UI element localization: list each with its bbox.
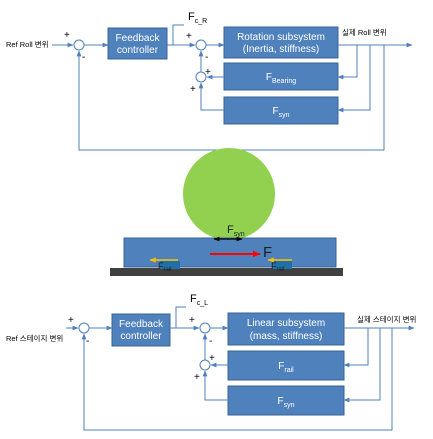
top-sum2-plus: + — [186, 31, 192, 42]
bottom-frail-feedback-in — [343, 328, 369, 368]
bottom-fsyn-block — [227, 385, 345, 416]
base-rail — [110, 268, 343, 276]
bottom-plant-line2: (mass, stiffness) — [250, 331, 323, 342]
top-fsyn-out — [198, 82, 224, 111]
top-fsyn-block — [223, 96, 339, 125]
bottom-force-label: Fc_L — [190, 293, 208, 307]
bottom-sum3-plus1: + — [209, 353, 215, 364]
bottom-outer-feedback-loop — [81, 328, 393, 431]
top-fsyn-feedback-in — [337, 45, 371, 113]
top-fbearing-feedback-in — [337, 45, 358, 80]
bottom-input-label: Ref 스테이지 변위 — [6, 333, 63, 343]
rail-block-left — [160, 261, 180, 269]
top-force-tap — [172, 24, 184, 45]
top-fbearing-label: FBearing — [266, 72, 296, 85]
bottom-output-label: 실제 스테이지 변위 — [357, 314, 416, 324]
bottom-fsyn-out — [202, 370, 228, 401]
middle-illustration: Fsyn F Frail Frail — [110, 148, 343, 276]
top-sum-junction-2 — [195, 39, 207, 51]
top-sum-junction-1 — [73, 39, 85, 51]
top-sum1-plus: + — [64, 30, 70, 41]
top-rotation-subsystem-block — [223, 26, 339, 59]
bottom-sum1-plus: + — [68, 315, 74, 326]
bottom-plant-line1: Linear subsystem — [247, 318, 325, 329]
bottom-force-tap — [175, 306, 186, 328]
top-sum3-plus1: + — [205, 67, 211, 78]
fsyn-label: Fsyn — [227, 224, 245, 238]
top-fsyn-label: Fsyn — [272, 106, 289, 119]
stage-plate — [123, 237, 337, 268]
bottom-controller-line2: controller — [120, 331, 162, 342]
top-feedback-controller-block — [107, 27, 168, 60]
bottom-block-diagram: Ref 스테이지 변위 + - Feedback controller Fc_L… — [6, 293, 416, 431]
top-input-label: Ref Roll 변위 — [6, 40, 49, 49]
top-sum2-minus: - — [205, 52, 208, 63]
bottom-sum1-minus: - — [86, 336, 89, 347]
bottom-controller-line1: Feedback — [119, 319, 164, 330]
top-controller-line2: controller — [117, 45, 159, 56]
bottom-sum2-plus: + — [189, 315, 195, 326]
top-controller-line1: Feedback — [116, 33, 161, 44]
bottom-linear-subsystem-block — [227, 312, 345, 346]
bottom-fsyn-label: Fsyn — [277, 396, 294, 409]
frail-left-label: Frail — [158, 261, 172, 273]
bottom-sum-junction-2 — [199, 322, 211, 334]
bottom-sum-junction-1 — [78, 322, 90, 334]
top-block-diagram: Ref Roll 변위 + - Feedback controller Fc_R… — [6, 11, 413, 151]
rail-block-right — [272, 261, 292, 269]
bottom-frail-block — [227, 350, 345, 381]
roll-ball — [183, 148, 275, 240]
bottom-frail-label: Frail — [278, 361, 294, 374]
bottom-sum2-minus: - — [209, 336, 212, 347]
top-output-label: 실제 Roll 변위 — [342, 27, 387, 37]
frail-right-label: Frail — [271, 261, 285, 273]
bottom-fsyn-feedback-in — [343, 328, 381, 403]
top-force-label: Fc_R — [188, 11, 207, 25]
bottom-feedback-controller-block — [111, 313, 171, 347]
top-sum3-plus2: + — [190, 84, 196, 95]
drive-force-label: F — [263, 244, 272, 261]
top-plant-line2: (Inertia, stiffness) — [243, 44, 320, 55]
top-fbearing-block — [223, 62, 339, 91]
top-sum1-minus: - — [82, 52, 85, 63]
bottom-sum3-plus2: + — [194, 372, 200, 383]
top-plant-line1: Rotation subsystem — [237, 32, 325, 43]
